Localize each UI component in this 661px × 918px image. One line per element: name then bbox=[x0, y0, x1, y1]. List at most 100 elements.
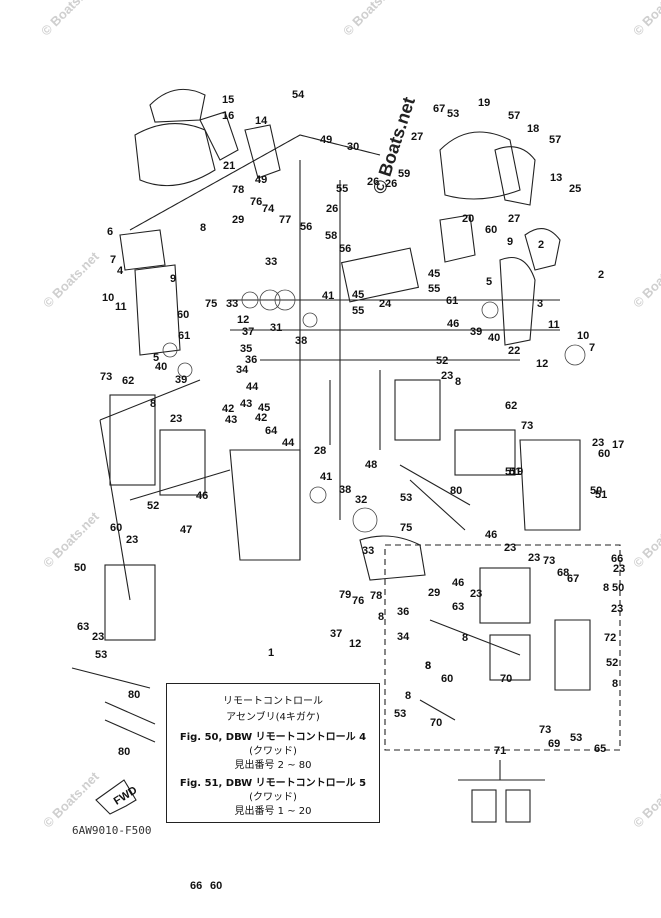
part-callout-27: 27 bbox=[411, 131, 424, 143]
part-callout-51: 51 bbox=[509, 466, 522, 478]
fig-50-subtitle: (クワッド) bbox=[249, 746, 297, 757]
part-callout-54: 54 bbox=[292, 89, 305, 101]
part-callout-53: 53 bbox=[447, 108, 460, 120]
part-callout-23: 23 bbox=[170, 413, 183, 425]
part-callout-45: 45 bbox=[352, 289, 365, 301]
part-callout-20: 20 bbox=[462, 213, 475, 225]
part-callout-9: 9 bbox=[507, 236, 514, 248]
part-callout-15: 15 bbox=[222, 94, 235, 106]
part-callout-8: 8 bbox=[462, 632, 469, 644]
part-callout-26: 26 bbox=[367, 176, 380, 188]
part-callout-10: 10 bbox=[102, 292, 115, 304]
part-callout-60: 60 bbox=[177, 309, 190, 321]
part-callout-65: 65 bbox=[594, 743, 607, 755]
part-callout-23: 23 bbox=[504, 542, 517, 554]
fig-51-range: 見出番号 1 ~ 20 bbox=[234, 806, 312, 817]
part-callout-53: 53 bbox=[400, 492, 413, 504]
part-callout-59: 59 bbox=[398, 168, 411, 180]
part-callout-78: 78 bbox=[370, 590, 383, 602]
part-callout-32: 32 bbox=[355, 494, 368, 506]
part-callout-2: 2 bbox=[538, 239, 545, 251]
part-callout-5: 5 bbox=[153, 352, 160, 364]
part-callout-8: 8 bbox=[200, 222, 207, 234]
part-callout-57: 57 bbox=[508, 110, 521, 122]
part-callout-80: 80 bbox=[128, 689, 141, 701]
part-callout-19: 19 bbox=[511, 466, 524, 478]
part-callout-12: 12 bbox=[349, 638, 362, 650]
part-callout-11: 11 bbox=[548, 319, 560, 331]
part-callout-61: 61 bbox=[446, 295, 459, 307]
part-callout-14: 14 bbox=[255, 115, 268, 127]
part-callout-47: 47 bbox=[180, 524, 193, 536]
part-callout-8: 8 bbox=[405, 690, 412, 702]
part-callout-63: 63 bbox=[77, 621, 90, 633]
part-callout-8: 8 bbox=[455, 376, 462, 388]
assembly-reference-box: リモートコントロール アセンブリ(4キガケ) Fig. 50, DBW リモート… bbox=[166, 683, 380, 823]
part-callout-60: 60 bbox=[110, 522, 123, 534]
part-callout-5: 5 bbox=[486, 276, 493, 288]
part-callout-52: 52 bbox=[436, 355, 449, 367]
part-callout-44: 44 bbox=[282, 437, 295, 449]
part-callout-40: 40 bbox=[488, 332, 501, 344]
assembly-callout: 1 bbox=[268, 647, 275, 659]
part-callout-45: 45 bbox=[258, 402, 271, 414]
part-callout-26: 26 bbox=[385, 178, 398, 190]
part-callout-56: 56 bbox=[300, 221, 313, 233]
part-callout-2: 2 bbox=[598, 269, 605, 281]
part-callout-4: 4 bbox=[117, 265, 124, 277]
part-callout-62: 62 bbox=[122, 375, 135, 387]
part-callout-33: 33 bbox=[226, 298, 239, 310]
part-callout-6: 6 bbox=[107, 226, 114, 238]
part-callout-30: 30 bbox=[347, 141, 360, 153]
part-callout-17: 17 bbox=[612, 439, 625, 451]
cover-cap-part bbox=[149, 88, 206, 123]
part-callout-34: 34 bbox=[397, 631, 410, 643]
part-callout-26: 26 bbox=[326, 203, 339, 215]
part-callout-49: 49 bbox=[320, 134, 333, 146]
part-callout-66: 66 bbox=[611, 553, 624, 565]
part-callout-12: 12 bbox=[237, 314, 250, 326]
part-callout-8: 8 bbox=[425, 660, 432, 672]
assembly-title-line2: アセンブリ(4キガケ) bbox=[226, 712, 320, 723]
part-callout-50: 50 bbox=[612, 582, 625, 594]
part-callout-40: 40 bbox=[155, 361, 168, 373]
part-callout-27: 27 bbox=[508, 213, 521, 225]
part-callout-23: 23 bbox=[592, 437, 605, 449]
part-callout-8: 8 bbox=[425, 660, 432, 672]
part-callout-80: 80 bbox=[118, 746, 131, 758]
fig-50-reference: Fig. 50, DBW リモートコントロール 4 bbox=[179, 732, 367, 743]
part-callout-49: 49 bbox=[255, 174, 268, 186]
part-callout-63: 63 bbox=[452, 601, 465, 613]
part-callout-23: 23 bbox=[92, 631, 105, 643]
bracket-part bbox=[244, 124, 281, 179]
part-callout-61: 61 bbox=[178, 330, 191, 342]
part-callout-25: 25 bbox=[569, 183, 582, 195]
part-callout-38: 38 bbox=[295, 335, 308, 347]
part-callout-35: 35 bbox=[240, 343, 253, 355]
part-callout-37: 37 bbox=[242, 326, 255, 338]
part-callout-23: 23 bbox=[441, 370, 454, 382]
part-callout-62: 62 bbox=[505, 400, 518, 412]
part-callout-75: 75 bbox=[205, 298, 218, 310]
part-callout-50: 50 bbox=[590, 485, 603, 497]
part-callout-60: 60 bbox=[210, 880, 223, 892]
part-callout-38: 38 bbox=[339, 484, 352, 496]
part-callout-50: 50 bbox=[74, 562, 87, 574]
part-callout-10: 10 bbox=[577, 330, 590, 342]
part-callout-51: 51 bbox=[595, 489, 608, 501]
part-callout-46: 46 bbox=[485, 529, 498, 541]
part-callout-55: 55 bbox=[428, 283, 441, 295]
part-callout-46: 46 bbox=[447, 318, 460, 330]
part-callout-66: 66 bbox=[190, 880, 203, 892]
part-callout-48: 48 bbox=[365, 459, 378, 471]
part-callout-16: 16 bbox=[222, 110, 235, 122]
part-callout-13: 13 bbox=[550, 172, 563, 184]
part-callout-57: 57 bbox=[549, 134, 562, 146]
part-callout-23: 23 bbox=[611, 603, 624, 615]
part-callout-77: 77 bbox=[279, 214, 292, 226]
part-callout-43: 43 bbox=[240, 398, 253, 410]
part-callout-46: 46 bbox=[452, 577, 465, 589]
part-callout-9: 9 bbox=[170, 273, 177, 285]
part-callout-73: 73 bbox=[543, 555, 556, 567]
